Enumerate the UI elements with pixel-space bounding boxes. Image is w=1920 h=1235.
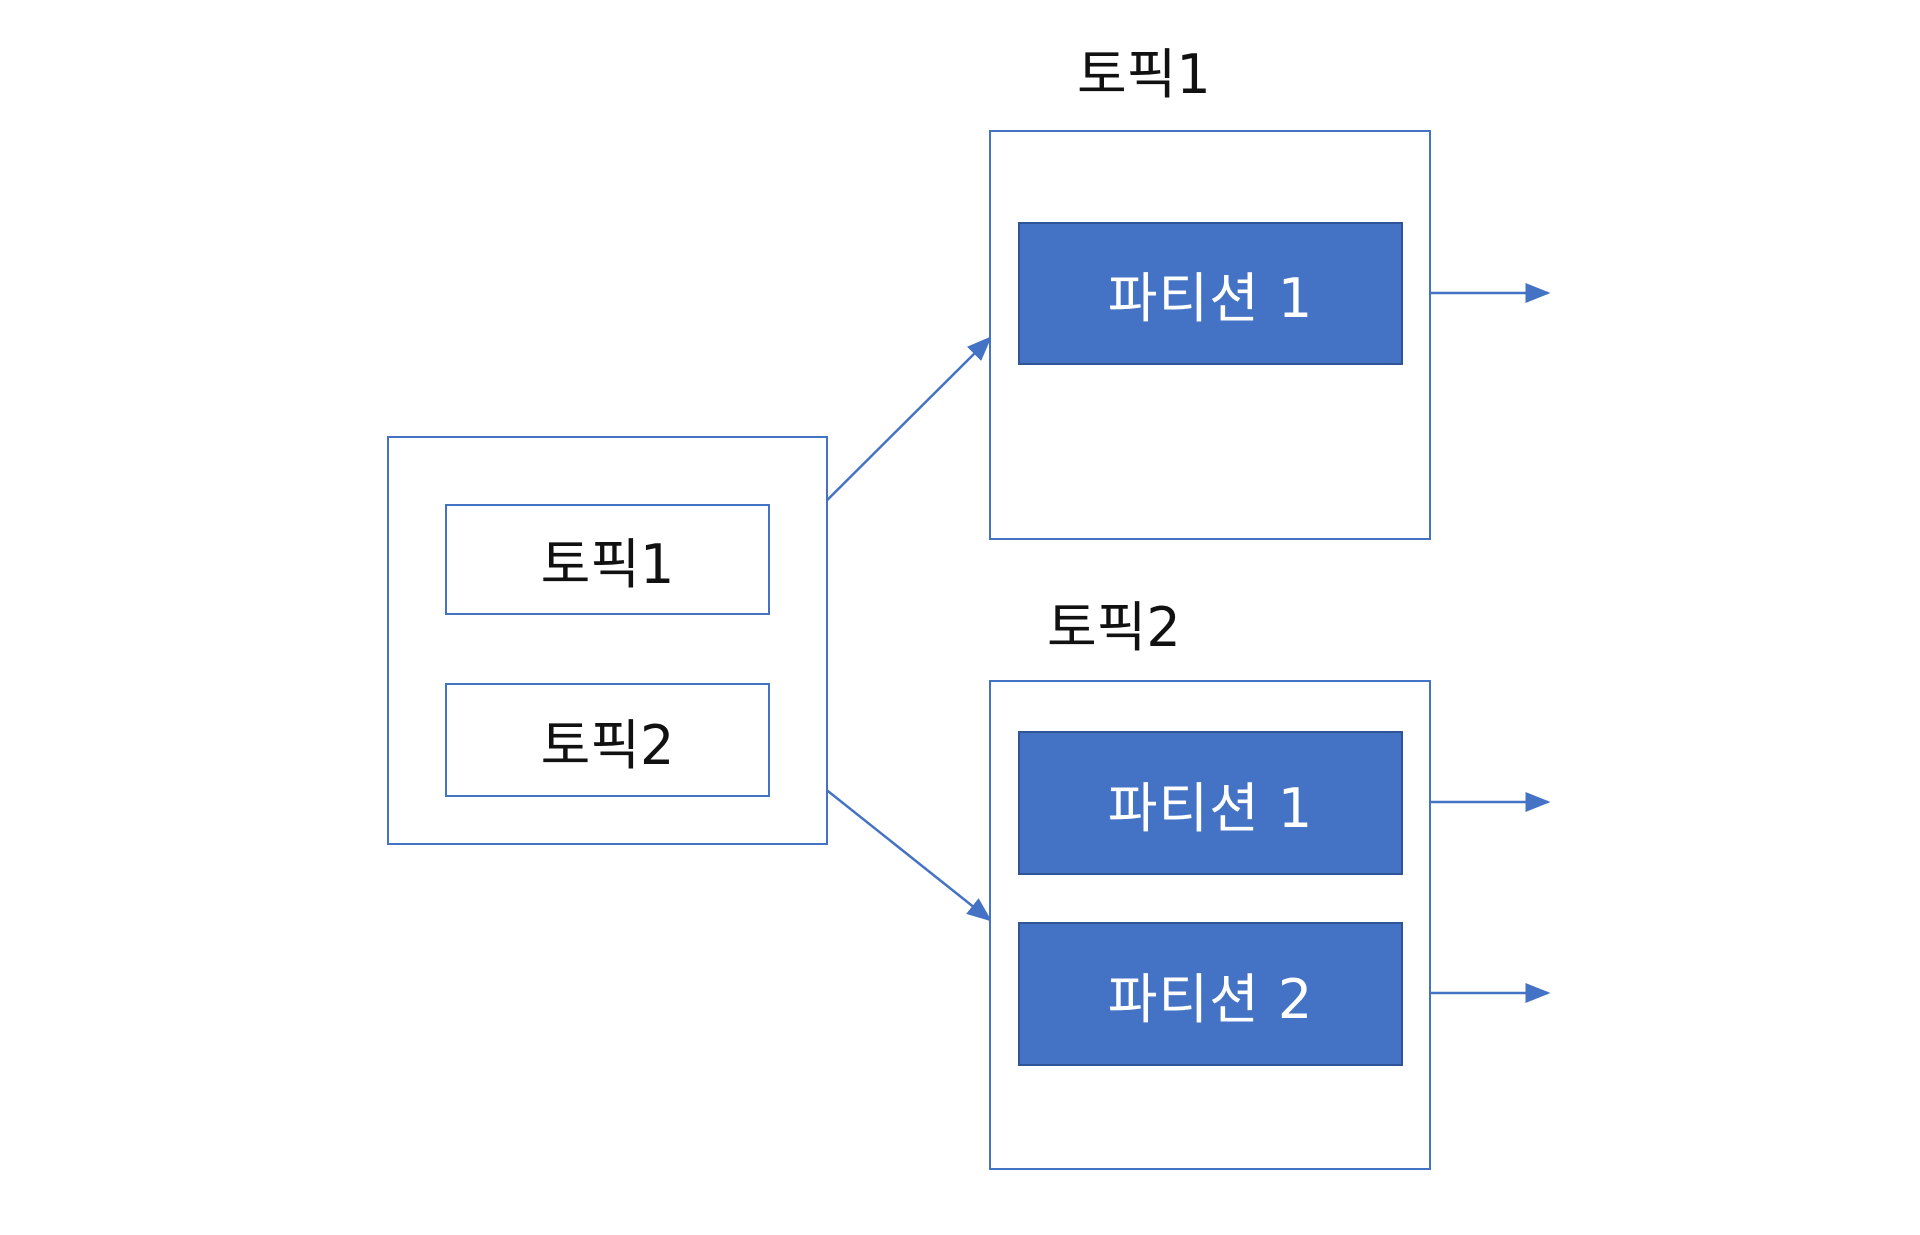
topic1-partition1: 파티션 1: [1018, 222, 1403, 365]
source-topic1-box: 토픽1: [445, 504, 770, 615]
topic2-partition2: 파티션 2: [1018, 922, 1403, 1066]
source-topic2-box: 토픽2: [445, 683, 770, 797]
topic2-partition1: 파티션 1: [1018, 731, 1403, 875]
topic2-partition2-label: 파티션 2: [1107, 967, 1314, 1031]
topic1-title: 토픽1: [1077, 43, 1211, 106]
topic1-partition1-label: 파티션 1: [1107, 267, 1314, 330]
topic2-title: 토픽2: [1047, 596, 1181, 659]
source-topic1-label: 토픽1: [540, 533, 675, 596]
source-topic2-label: 토픽2: [540, 713, 675, 777]
topic2-partition1-label: 파티션 1: [1107, 776, 1314, 840]
